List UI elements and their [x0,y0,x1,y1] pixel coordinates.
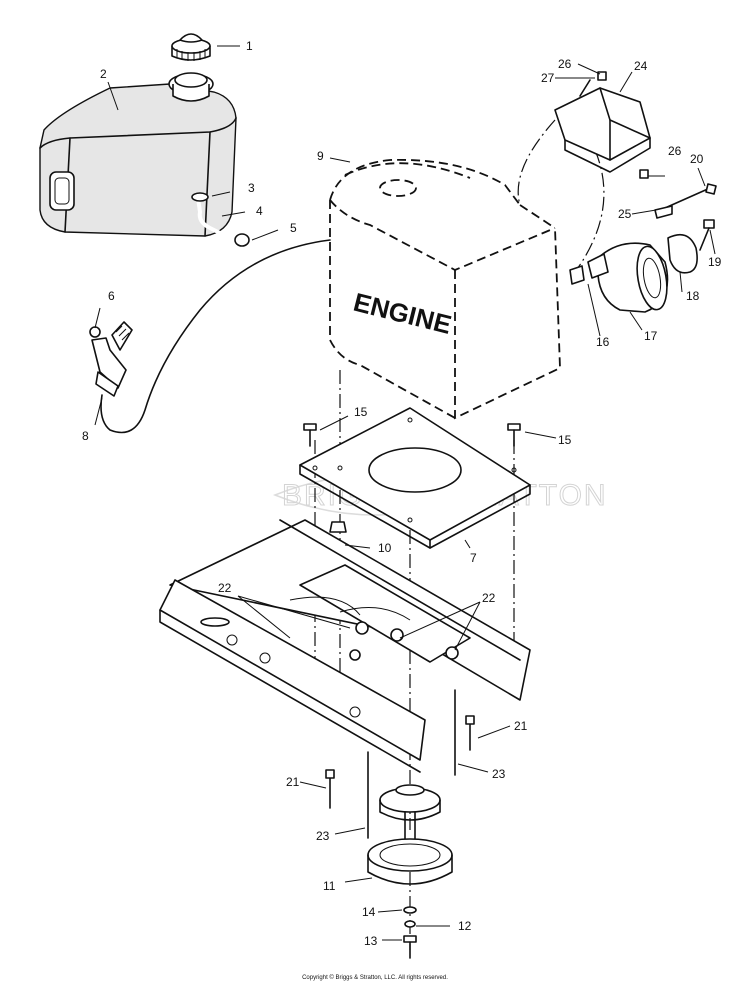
callout-23-right: 23 [492,767,506,781]
idler-hardware [349,621,459,661]
callout-26-right: 26 [668,144,682,158]
callout-24: 24 [634,59,648,73]
exhaust-gasket [569,265,585,285]
lock-washer [404,920,416,928]
callout-5: 5 [290,221,297,235]
callout-22-left: 22 [218,581,232,595]
callout-labels: 1 2 3 4 5 6 7 8 9 10 11 12 13 14 15 15 1… [82,39,722,948]
callout-16: 16 [596,335,610,349]
callout-18: 18 [686,289,700,303]
callout-15-right: 15 [558,433,572,447]
engine: ENGINE [329,158,561,420]
mount-bolts [303,423,521,447]
belt-guides [325,689,475,839]
flange-nut [329,521,347,533]
tractor-frame [159,519,531,773]
alignment-lines [314,119,605,950]
callout-25: 25 [618,207,632,221]
callout-10: 10 [378,541,392,555]
muffler-gasket [667,233,698,274]
callout-1: 1 [246,39,253,53]
washer [403,906,417,914]
engine-mount-plate [299,407,531,549]
callout-13: 13 [364,934,378,948]
callout-7: 7 [470,551,477,565]
callout-3: 3 [248,181,255,195]
callout-19: 19 [708,255,722,269]
callout-17: 17 [644,329,658,343]
callout-27: 27 [541,71,555,85]
muffler [569,219,715,313]
muffler-guard [554,71,651,179]
callout-9: 9 [317,149,324,163]
callout-12: 12 [458,919,472,933]
hose-clamp-upper [191,192,209,202]
fuel-cap [171,33,211,61]
callout-21-left: 21 [286,775,300,789]
fuel-tank [39,72,237,237]
engine-pulley-assembly [367,784,453,959]
muffler-bolt [654,183,717,219]
fuel-hose [191,192,250,247]
throttle-cable [100,239,331,434]
callout-15-left: 15 [354,405,368,419]
engine-label: ENGINE [351,287,455,340]
callout-23-left: 23 [316,829,330,843]
callout-21-right: 21 [514,719,528,733]
hose-clamp-lower [234,233,250,247]
callout-4: 4 [256,204,263,218]
callout-14: 14 [362,905,376,919]
callout-6: 6 [108,289,115,303]
callout-22-right: 22 [482,591,496,605]
callout-8: 8 [82,429,89,443]
callout-2: 2 [100,67,107,81]
callout-leaders [94,45,716,941]
callout-11: 11 [323,879,336,893]
copyright-notice: Copyright © Briggs & Stratton, LLC. All … [302,975,448,981]
throttle-control [89,321,133,397]
callout-20: 20 [690,152,704,166]
callout-26-top: 26 [558,57,572,71]
